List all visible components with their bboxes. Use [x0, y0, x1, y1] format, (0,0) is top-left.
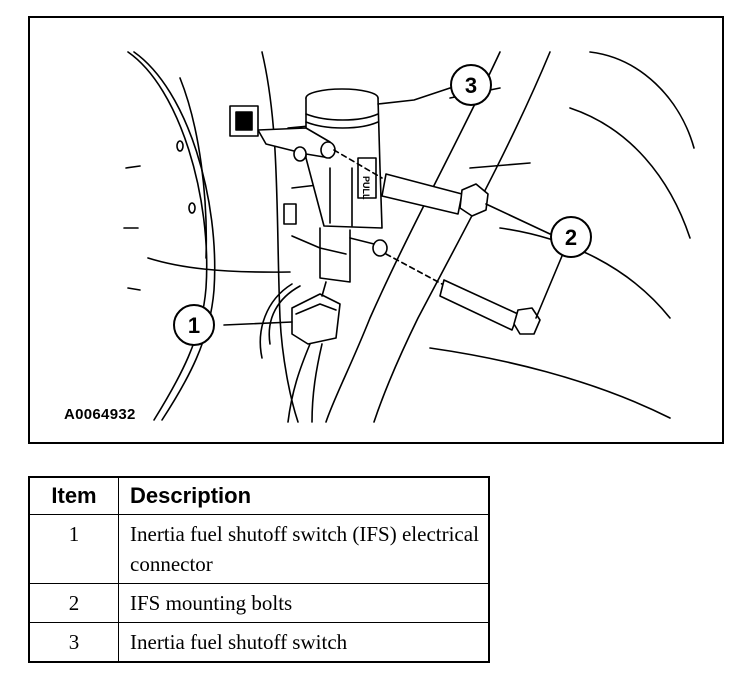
figure-id: A0064932: [64, 406, 136, 423]
row-description: Inertia fuel shutoff switch (IFS) electr…: [118, 514, 490, 584]
svg-text:2: 2: [565, 225, 577, 250]
legend-header-row: Item Description: [28, 476, 490, 515]
header-item: Item: [28, 476, 119, 515]
row-description: IFS mounting bolts: [118, 583, 490, 623]
background-structure: [261, 51, 695, 423]
callout-1: 1: [173, 304, 215, 346]
row-item-number: 2: [28, 583, 119, 623]
illustration-frame: PULL 1 2 3 A0064932: [28, 16, 724, 444]
switch-label: PULL: [361, 176, 371, 200]
ifs-illustration: PULL 1 2 3: [123, 51, 695, 423]
legend-row: 1 Inertia fuel shutoff switch (IFS) elec…: [28, 514, 490, 584]
svg-text:1: 1: [188, 313, 200, 338]
callout-2: 2: [550, 216, 592, 258]
legend-row: 3 Inertia fuel shutoff switch: [28, 622, 490, 663]
legend-row: 2 IFS mounting bolts: [28, 583, 490, 623]
row-item-number: 3: [28, 622, 119, 663]
svg-text:3: 3: [465, 73, 477, 98]
leader-lines: [223, 87, 563, 326]
inertia-switch: [229, 88, 388, 283]
body-panel: [123, 51, 291, 421]
row-description: Inertia fuel shutoff switch: [118, 622, 490, 663]
legend-table: Item Description 1 Inertia fuel shutoff …: [28, 476, 490, 663]
mounting-bolts: [333, 149, 541, 335]
row-item-number: 1: [28, 514, 119, 584]
header-description: Description: [118, 476, 490, 515]
callout-3: 3: [450, 64, 492, 106]
electrical-connector: [259, 281, 341, 423]
